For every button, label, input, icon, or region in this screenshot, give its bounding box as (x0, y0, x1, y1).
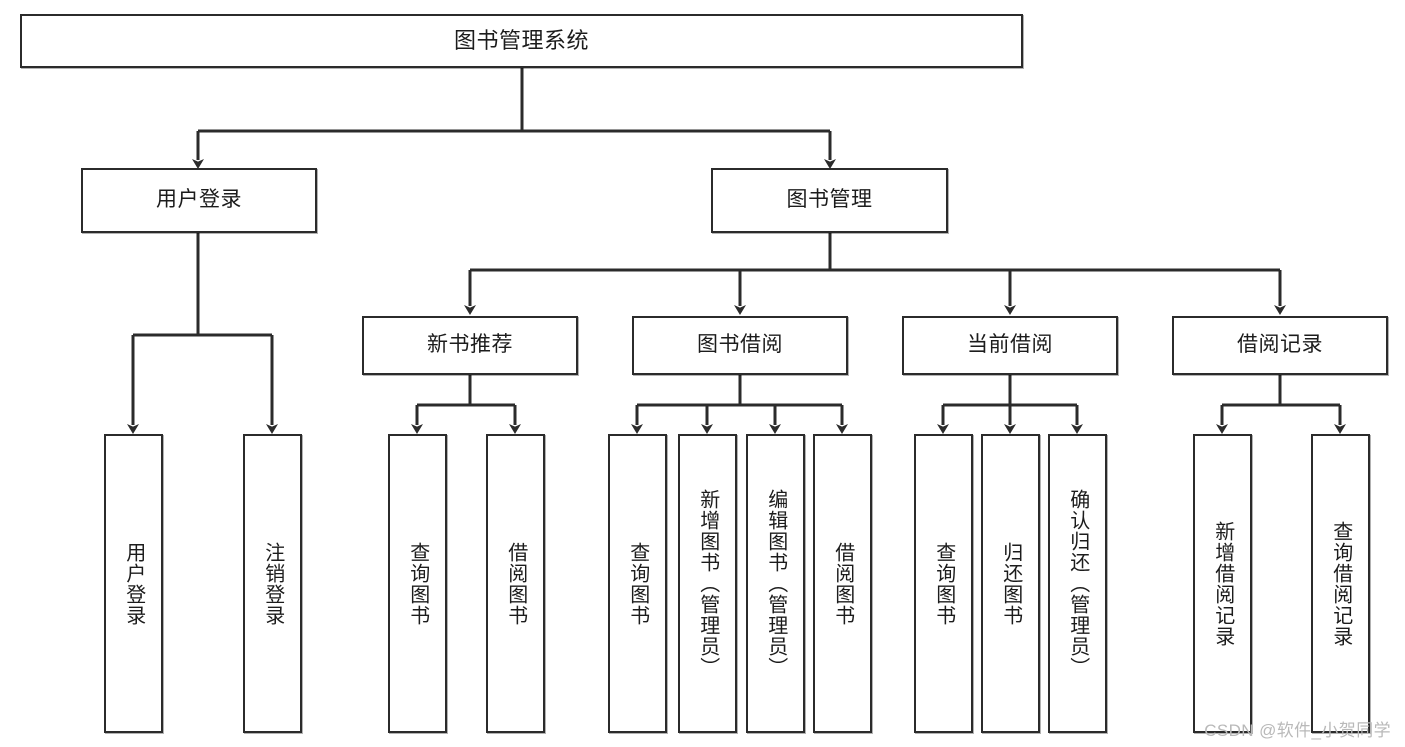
node-leaf-borrow-book-2-label: 借阅图书 (831, 541, 854, 626)
node-leaf-query-record[interactable]: 查询借阅记录 (1311, 434, 1370, 733)
node-user-login-label: 用户登录 (156, 188, 242, 212)
node-user-login[interactable]: 用户登录 (81, 168, 317, 233)
node-root-label: 图书管理系统 (453, 28, 589, 54)
node-leaf-logout[interactable]: 注销登录 (243, 434, 302, 733)
node-leaf-query-book-2[interactable]: 查询图书 (608, 434, 667, 733)
node-book-borrow[interactable]: 图书借阅 (632, 316, 848, 375)
node-leaf-edit-book[interactable]: 编辑图书（管理员） (746, 434, 805, 733)
node-leaf-query-book-1[interactable]: 查询图书 (388, 434, 447, 733)
node-leaf-logout-label: 注销登录 (261, 541, 284, 626)
node-book-manage[interactable]: 图书管理 (711, 168, 948, 233)
node-leaf-add-record-label: 新增借阅记录 (1211, 520, 1234, 647)
node-leaf-add-book-label: 新增图书（管理员） (696, 489, 719, 678)
node-new-book-recommend-label: 新书推荐 (427, 333, 513, 357)
node-leaf-confirm-return[interactable]: 确认归还（管理员） (1048, 434, 1107, 733)
node-leaf-edit-book-label: 编辑图书（管理员） (764, 489, 787, 678)
node-leaf-query-record-label: 查询借阅记录 (1329, 520, 1352, 647)
node-book-manage-label: 图书管理 (786, 188, 873, 212)
node-leaf-borrow-book-1[interactable]: 借阅图书 (486, 434, 545, 733)
node-leaf-add-book[interactable]: 新增图书（管理员） (678, 434, 737, 733)
node-new-book-recommend[interactable]: 新书推荐 (362, 316, 578, 375)
node-borrow-record-label: 借阅记录 (1237, 333, 1323, 357)
node-leaf-query-book-3[interactable]: 查询图书 (914, 434, 973, 733)
node-book-borrow-label: 图书借阅 (697, 333, 783, 357)
node-leaf-query-book-2-label: 查询图书 (626, 541, 649, 626)
node-leaf-user-login-label: 用户登录 (122, 541, 145, 626)
node-leaf-add-record[interactable]: 新增借阅记录 (1193, 434, 1252, 733)
node-leaf-borrow-book-1-label: 借阅图书 (504, 541, 527, 626)
watermark: CSDN @软件_小贺同学 (1204, 721, 1391, 740)
node-leaf-confirm-return-label: 确认归还（管理员） (1066, 489, 1089, 678)
node-leaf-user-login[interactable]: 用户登录 (104, 434, 163, 733)
node-leaf-return-book[interactable]: 归还图书 (981, 434, 1040, 733)
node-leaf-query-book-3-label: 查询图书 (932, 541, 955, 626)
node-borrow-record[interactable]: 借阅记录 (1172, 316, 1388, 375)
node-leaf-borrow-book-2[interactable]: 借阅图书 (813, 434, 872, 733)
node-root[interactable]: 图书管理系统 (20, 14, 1023, 68)
node-current-borrow[interactable]: 当前借阅 (902, 316, 1118, 375)
node-leaf-return-book-label: 归还图书 (999, 541, 1022, 626)
node-leaf-query-book-1-label: 查询图书 (406, 541, 429, 626)
node-current-borrow-label: 当前借阅 (967, 333, 1053, 357)
